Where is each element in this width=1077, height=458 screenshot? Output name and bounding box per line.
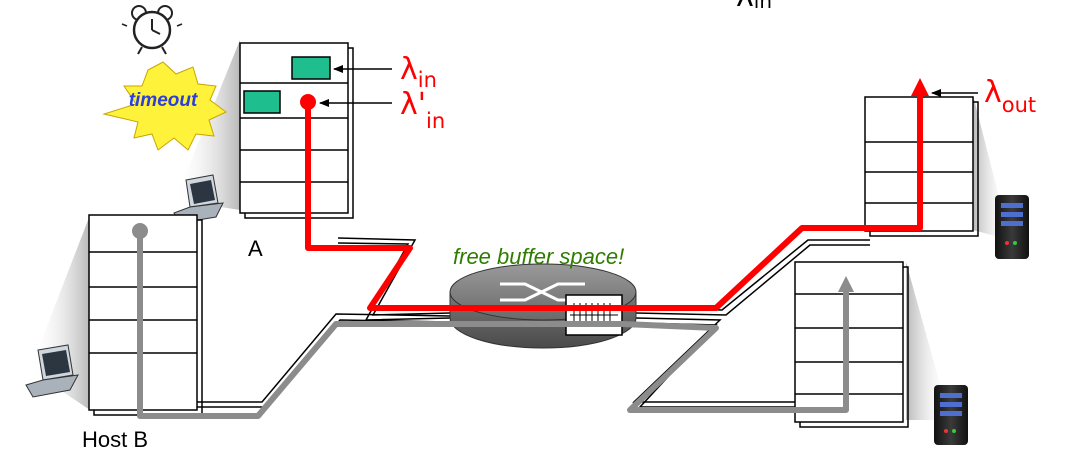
- server-tower-icon: [995, 195, 1029, 259]
- timeout-label: timeout: [129, 90, 198, 111]
- host-b-buffer: [88, 214, 203, 416]
- red-flow-arrowhead: [911, 78, 929, 96]
- packet: [291, 56, 331, 80]
- server-bottom-buffer: [794, 261, 909, 428]
- gray-flow-origin: [132, 223, 148, 239]
- timeout-starburst: [102, 61, 227, 151]
- host-a-label: A: [248, 236, 263, 261]
- alarm-clock-icon: [121, 5, 183, 55]
- red-flow-origin: [300, 94, 316, 110]
- host-b-label: Host B: [82, 427, 148, 452]
- gray-flow-arrowhead: [838, 276, 854, 292]
- lambda-in-label: λin: [400, 52, 437, 92]
- server-bottom-shadow: [906, 262, 950, 420]
- red-flow-path: [305, 92, 923, 311]
- server-tower-icon: [934, 385, 968, 445]
- lambda-top-cut: λin: [736, 0, 772, 14]
- gray-flow-path: [137, 232, 849, 419]
- packet: [243, 90, 281, 114]
- free-buffer-label: free buffer space!: [453, 244, 624, 269]
- laptop-icon: [25, 344, 79, 398]
- lambda-out-label: λout: [984, 75, 1036, 117]
- lambda-in-prime-label: λ'in: [400, 87, 445, 133]
